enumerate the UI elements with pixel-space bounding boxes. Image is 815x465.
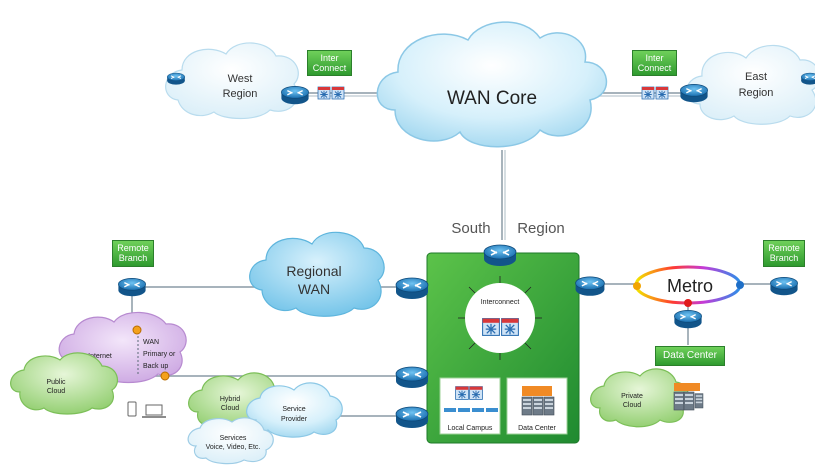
router-icon [117, 277, 147, 297]
tag-line1: Remote [117, 243, 149, 253]
router-icon [166, 72, 186, 86]
east-region-cloud: East Region [686, 44, 815, 125]
service-provider-cloud: Service Provider [246, 382, 343, 438]
server-icon [673, 391, 685, 411]
wan-core-label: WAN Core [447, 88, 537, 109]
router-icon [483, 244, 517, 267]
interconnect-circle [465, 283, 535, 353]
data-center-tag: Data Center [655, 346, 725, 366]
hybrid-cloud-line1: Hybrid [220, 396, 240, 403]
service-provider-line1: Service [282, 406, 305, 413]
tag-line2: Connect [312, 63, 347, 73]
private-cloud-line1: Private [621, 393, 643, 400]
internet-label: Internet [88, 353, 112, 360]
router-icon [395, 406, 429, 429]
private-datacenter-icon [673, 383, 704, 411]
tag-line1: Data Center [663, 350, 717, 361]
switch-icon [655, 86, 669, 100]
services-cloud: Services Voice, Video, Etc. [187, 417, 274, 465]
switch-icon [500, 317, 520, 337]
interconnect-east-tag: Inter Connect [632, 50, 677, 76]
router-icon [679, 83, 709, 103]
west-region-line1: West [228, 73, 253, 85]
dc-roof-icon [674, 383, 700, 391]
hybrid-cloud-line2: Cloud [221, 405, 239, 412]
services-line1: Services [220, 435, 247, 442]
public-cloud-line2: Cloud [47, 388, 65, 395]
wan-core-cloud: WAN Core [376, 21, 607, 148]
wan-backup-line1: WAN [143, 339, 159, 346]
south-label: South [451, 220, 490, 237]
east-region-line2: Region [739, 87, 774, 99]
west-region-cloud: West Region [165, 42, 299, 120]
wan-backup-line3: Back up [143, 363, 168, 370]
metro-ring: Metro [633, 265, 744, 307]
server-icon [683, 391, 695, 411]
switch-icon [331, 86, 345, 100]
switch-icon [317, 86, 331, 100]
region-label: Region [517, 220, 565, 237]
router-icon [800, 72, 815, 86]
switch-icon [455, 386, 469, 400]
router-icon [280, 85, 310, 105]
metro-label: Metro [667, 276, 713, 296]
router-icon [769, 276, 799, 296]
tag-line1: Inter [320, 53, 339, 63]
private-cloud-line2: Cloud [623, 402, 641, 409]
router-icon [395, 366, 429, 389]
regional-wan-line2: WAN [298, 281, 330, 297]
tag-line2: Branch [118, 253, 148, 263]
switch-icon [469, 386, 483, 400]
wan-backup-line2: Primary or [143, 351, 176, 358]
tag-line2: Branch [769, 253, 799, 263]
tag-line2: Connect [637, 63, 672, 73]
server-icon [694, 393, 704, 409]
service-provider-line2: Provider [281, 416, 308, 423]
private-cloud: Private Cloud [590, 368, 689, 428]
local-campus-label: Local Campus [448, 425, 493, 432]
tag-line1: Remote [768, 243, 800, 253]
public-cloud: Public Cloud [10, 352, 119, 415]
regional-wan-cloud: Regional WAN [249, 231, 385, 317]
server-icon [532, 396, 544, 416]
switch-icon [641, 86, 655, 100]
east-region-line1: East [745, 71, 767, 83]
router-icon [574, 276, 606, 297]
router-icon [673, 309, 703, 329]
server-icon [543, 396, 555, 416]
tag-line1: Inter [645, 53, 664, 63]
devices-icon [127, 401, 166, 418]
remote-branch-left-tag: Remote Branch [112, 240, 154, 267]
interconnect-west-tag: Inter Connect [307, 50, 352, 76]
services-line2: Voice, Video, Etc. [206, 444, 261, 451]
west-region-line2: Region [223, 88, 258, 100]
switch-icon [481, 317, 501, 337]
access-switches [444, 408, 498, 412]
data-center-box-label: Data Center [518, 425, 556, 432]
south-region-hub: Interconnect Local Campus Data Center [426, 252, 580, 444]
router-icon [395, 277, 429, 300]
public-cloud-line1: Public [46, 379, 66, 386]
server-icon [521, 396, 533, 416]
regional-wan-line1: Regional [286, 263, 341, 279]
remote-branch-right-tag: Remote Branch [763, 240, 805, 267]
dc-roof-icon [522, 386, 552, 396]
interconnect-label: Interconnect [481, 299, 520, 306]
